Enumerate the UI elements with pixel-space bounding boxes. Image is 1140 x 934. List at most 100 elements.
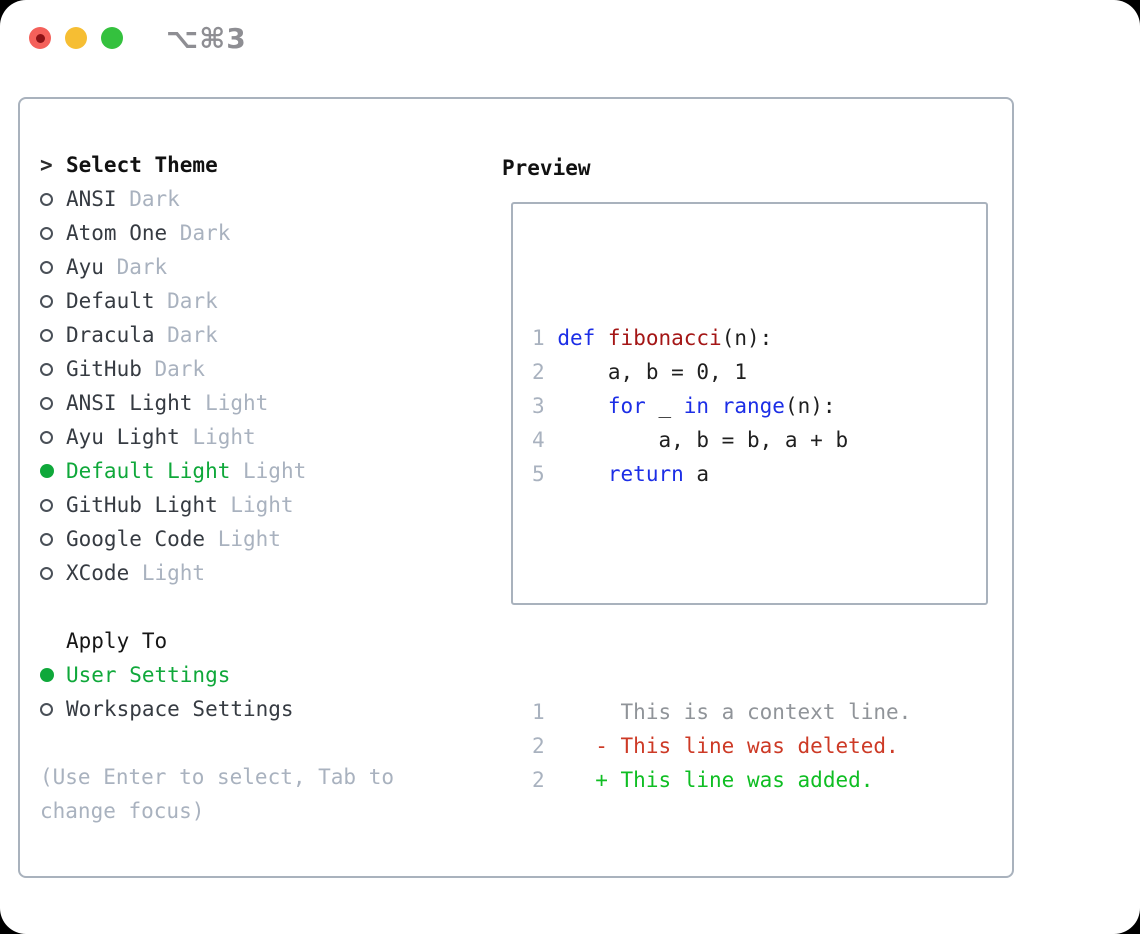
apply-to-header: Apply To [40, 624, 394, 658]
line-number: 2 [532, 734, 545, 758]
apply-option-workspace-settings[interactable]: Workspace Settings [40, 692, 394, 726]
code-token: return [607, 462, 684, 486]
apply-option-user-settings[interactable]: User Settings [40, 658, 394, 692]
radio-icon [40, 430, 66, 444]
theme-item-label: Google Code [66, 527, 206, 551]
code-token: (n): [784, 394, 836, 418]
radio-icon [40, 192, 66, 206]
diff-line: 1 This is a context line. [532, 695, 986, 729]
theme-item-label: Dracula [66, 323, 155, 347]
theme-variant-label: Light [217, 493, 294, 517]
diff-spacer [532, 559, 986, 627]
theme-variant-label: Light [129, 561, 206, 585]
code-line: 5 return a [532, 457, 986, 491]
apply-option-label: User Settings [66, 663, 231, 687]
window-title: ⌥⌘3 [166, 22, 247, 55]
theme-item-label: Default Light [66, 459, 231, 483]
theme-variant-label: Light [205, 527, 281, 551]
code-token: (n): [721, 326, 773, 350]
zoom-button[interactable] [101, 27, 123, 49]
theme-item-label: Ayu Light [66, 425, 180, 449]
code-token: _ [645, 394, 684, 418]
apply-to-title: Apply To [66, 629, 168, 653]
code-token: a, b = 0, 1 [557, 360, 747, 384]
diff-line: 2 - This line was deleted. [532, 729, 986, 763]
spacer [40, 590, 394, 624]
hint-line-2: change focus) [40, 799, 205, 823]
code-token: in [683, 394, 710, 418]
theme-item-label: GitHub [66, 357, 142, 381]
theme-variant-label: Dark [154, 289, 218, 313]
line-number: 2 [532, 768, 545, 792]
theme-item-default-light[interactable]: Default Light Light [40, 454, 394, 488]
spacer [40, 726, 394, 760]
select-theme-header: > Select Theme [40, 148, 394, 182]
theme-item-label: ANSI [66, 187, 117, 211]
theme-variant-label: Dark [116, 187, 180, 211]
code-token: a, b = b, a + b [557, 428, 849, 452]
selected-radio-icon [40, 668, 66, 682]
code-token [557, 462, 608, 486]
close-button[interactable] [29, 27, 51, 49]
theme-variant-label: Dark [103, 255, 168, 279]
radio-icon [40, 294, 66, 308]
theme-item-ayu[interactable]: Ayu Dark [40, 250, 394, 284]
line-number: 3 [532, 394, 545, 418]
theme-item-label: Atom One [66, 221, 168, 245]
code-token [595, 326, 608, 350]
theme-variant-label: Dark [141, 357, 206, 381]
code-token: for [607, 394, 646, 418]
preview-heading: Preview [502, 156, 591, 180]
theme-item-dracula[interactable]: Dracula Dark [40, 318, 394, 352]
theme-variant-label: Light [192, 391, 269, 415]
code-token: + This line was added. [557, 768, 874, 792]
code-token: range [721, 394, 785, 418]
selected-radio-icon [40, 464, 66, 478]
theme-item-ayu-light[interactable]: Ayu Light Light [40, 420, 394, 454]
minimize-button[interactable] [65, 27, 87, 49]
code-token: def [557, 326, 596, 350]
theme-variant-label: Light [179, 425, 256, 449]
hint-line-1: (Use Enter to select, Tab to [40, 765, 395, 789]
titlebar [29, 27, 123, 49]
code-line: 4 a, b = b, a + b [532, 423, 986, 457]
close-dot-icon [35, 33, 45, 43]
theme-item-ansi-light[interactable]: ANSI Light Light [40, 386, 394, 420]
theme-variant-label: Light [230, 459, 307, 483]
theme-variant-label: Dark [167, 221, 231, 245]
theme-variant-label: Dark [154, 323, 218, 347]
theme-item-github[interactable]: GitHub Dark [40, 352, 394, 386]
theme-item-label: GitHub Light [66, 493, 218, 517]
prompt-caret-icon: > [40, 153, 53, 177]
theme-item-xcode[interactable]: XCode Light [40, 556, 394, 590]
line-number: 2 [532, 360, 545, 384]
code-token [709, 394, 722, 418]
radio-icon [40, 498, 66, 512]
radio-icon [40, 226, 66, 240]
line-number: 5 [532, 462, 545, 486]
radio-icon [40, 396, 66, 410]
code-token: This is a context line. [557, 700, 912, 724]
radio-icon [40, 260, 66, 274]
theme-item-label: XCode [66, 561, 130, 585]
theme-item-ansi[interactable]: ANSI Dark [40, 182, 394, 216]
theme-item-default[interactable]: Default Dark [40, 284, 394, 318]
radio-icon [40, 566, 66, 580]
hint-text: (Use Enter to select, Tab to change focu… [40, 760, 394, 828]
code-token: a [683, 462, 710, 486]
radio-icon [40, 362, 66, 376]
theme-item-atom-one[interactable]: Atom One Dark [40, 216, 394, 250]
theme-item-google-code[interactable]: Google Code Light [40, 522, 394, 556]
theme-item-github-light[interactable]: GitHub Light Light [40, 488, 394, 522]
radio-icon [40, 702, 66, 716]
radio-icon [40, 532, 66, 546]
radio-icon [40, 328, 66, 342]
code-line: 3 for _ in range(n): [532, 389, 986, 423]
theme-item-label: Default [66, 289, 155, 313]
